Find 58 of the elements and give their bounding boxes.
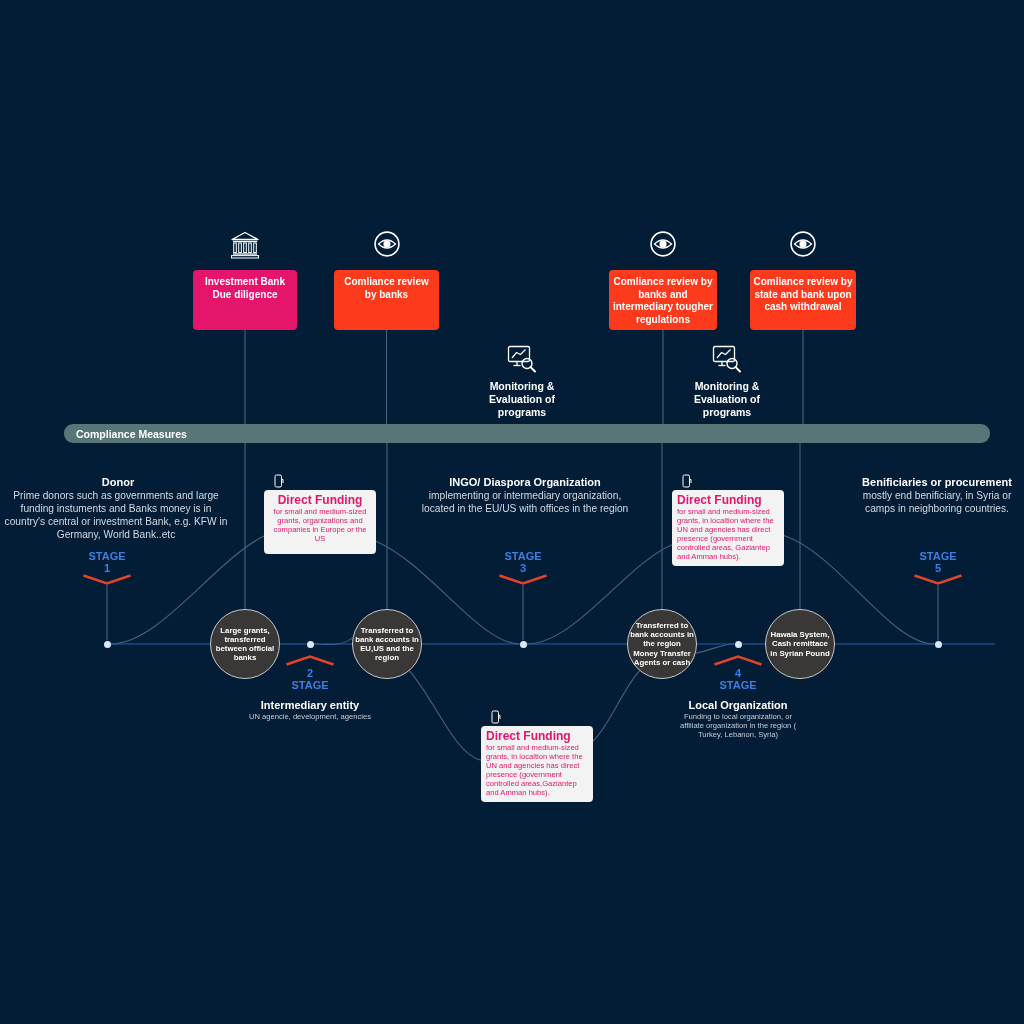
connector-line xyxy=(937,584,939,642)
connector-line xyxy=(385,329,388,425)
connector-line xyxy=(802,329,804,425)
stage-label: STAGE 5 xyxy=(918,550,958,574)
funding-card xyxy=(672,490,784,566)
card-title: Direct Funding xyxy=(677,493,763,507)
connector-line xyxy=(522,584,524,642)
card-title: Direct Funding xyxy=(486,729,572,743)
entity-heading: Benificiaries or procurement xyxy=(862,476,1012,489)
timeline-line xyxy=(312,643,353,645)
timeline-line xyxy=(940,643,996,645)
funding-card xyxy=(481,726,593,802)
stage-label: STAGE 3 xyxy=(503,550,543,574)
timeline-line xyxy=(696,643,736,645)
entity-description: implementing or intermediary organization, located in the EU/US with offices in the region xyxy=(420,489,630,515)
funding-card xyxy=(264,490,376,554)
icon-caption: Monitoring & Evaluation of programs xyxy=(488,380,556,419)
compliance-card xyxy=(750,270,856,330)
entity-description: Prime donors such as governments and large funding instuments and Banks money is in country's central or investment Bank, e.g. KFW in Germany, World Bank..etc xyxy=(4,489,228,541)
connector-line xyxy=(661,442,663,610)
flow-curve xyxy=(408,670,482,761)
card-title: Direct Funding xyxy=(276,493,364,507)
icon-caption: Monitoring & Evaluation of programs xyxy=(693,380,761,419)
connector-line xyxy=(799,442,801,610)
timeline-dot xyxy=(734,640,742,648)
stage-label: 2 STAGE xyxy=(290,667,330,691)
timeline-line xyxy=(834,643,936,645)
entity-heading: Intermediary entity xyxy=(260,699,360,712)
timeline-dot xyxy=(934,640,942,648)
stage-label: STAGE 1 xyxy=(87,550,127,574)
band-title: Compliance Measures xyxy=(76,427,187,442)
timeline-line xyxy=(421,643,521,645)
card-title: Comliance review by banks xyxy=(343,276,430,301)
card-title: Comliance review by banks and intermediary tougher regulations xyxy=(612,276,714,326)
compliance-card xyxy=(334,270,439,330)
card-title: Investment Bank Due diligence xyxy=(204,276,286,301)
compliance-card xyxy=(609,270,717,330)
entity-heading: Donor xyxy=(101,476,135,489)
card-title: Comliance review by state and bank upon cash withdrawal xyxy=(753,276,853,314)
connector-line xyxy=(244,329,246,425)
flow-curve xyxy=(592,670,641,742)
timeline-dot xyxy=(306,640,314,648)
timeline-line xyxy=(525,643,628,645)
entity-heading: Local Organization xyxy=(688,699,788,712)
connector-line xyxy=(386,442,388,610)
connector-line xyxy=(106,584,108,642)
connector-line xyxy=(244,442,246,610)
timeline-dot xyxy=(103,640,111,648)
entity-heading: INGO/ Diaspora Organization xyxy=(449,476,601,489)
compliance-card xyxy=(193,270,297,330)
entity-description: mostly end benificiary, in Syria or camps in neighboring countries. xyxy=(861,489,1013,515)
timeline-line xyxy=(109,643,211,645)
stage-label: 4 STAGE xyxy=(718,667,758,691)
connector-line xyxy=(662,329,664,425)
timeline-line xyxy=(279,643,308,645)
timeline-dot xyxy=(519,640,527,648)
compliance-band xyxy=(64,424,990,443)
timeline-line xyxy=(740,643,766,645)
